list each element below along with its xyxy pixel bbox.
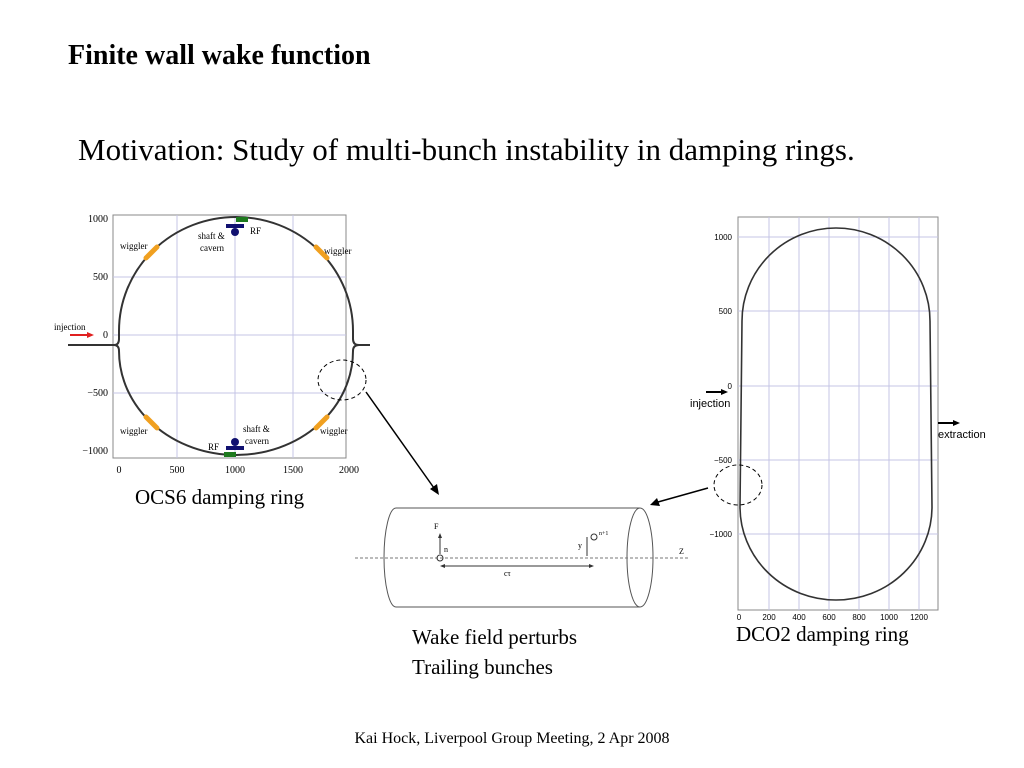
wiggler-icon bbox=[143, 244, 330, 431]
ocs6-x-tick: 0 bbox=[117, 465, 122, 476]
bunch-n bbox=[436, 554, 444, 562]
extraction-arrow-icon bbox=[953, 420, 960, 426]
bunch-n1 bbox=[590, 533, 598, 541]
injection-arrow-icon bbox=[721, 389, 728, 395]
wiggler-label: wiggler bbox=[120, 241, 148, 251]
dco2-caption: DCO2 damping ring bbox=[736, 622, 909, 646]
dco2-plot-frame bbox=[737, 216, 939, 611]
dco2-grid bbox=[738, 217, 938, 610]
arrowhead-icon bbox=[650, 498, 660, 506]
slide-footer: Kai Hock, Liverpool Group Meeting, 2 Apr… bbox=[354, 730, 670, 747]
injection-arrow-icon bbox=[87, 332, 94, 338]
ocs6-plot-frame bbox=[112, 214, 347, 459]
pipe-walls bbox=[396, 507, 640, 608]
shaft-cavern-label: shaft & bbox=[198, 231, 225, 241]
ctau-arrow-icon bbox=[440, 564, 445, 568]
dco2-x-tick: 1200 bbox=[910, 613, 928, 622]
dco2-y-tick: −500 bbox=[714, 456, 733, 465]
wake-caption-line: Wake field perturbs bbox=[412, 625, 578, 649]
y-label: y bbox=[578, 541, 582, 550]
dco2-x-tick: 200 bbox=[762, 613, 776, 622]
dco2-y-tick: 0 bbox=[728, 382, 733, 391]
wiggler-label: wiggler bbox=[120, 426, 148, 436]
dco2-ring-path bbox=[739, 227, 933, 601]
slide-title: Finite wall wake function bbox=[68, 40, 371, 71]
wiggler-label: wiggler bbox=[324, 246, 352, 256]
arrowhead-icon bbox=[430, 484, 439, 495]
wake-caption: Wake field perturbs Trailing bunches bbox=[412, 622, 577, 682]
shaft-icon bbox=[226, 224, 244, 228]
dco2-x-tick: 600 bbox=[822, 613, 836, 622]
rf-label: RF bbox=[250, 226, 261, 236]
ocs6-x-ticks: 0 500 1000 1500 2000 bbox=[117, 465, 360, 476]
ocs6-ring-plot: 1000 500 0 −500 −1000 0 500 1000 1500 20… bbox=[54, 214, 370, 476]
dco2-ring-plot: 1000 500 0 −500 −1000 0 200 400 600 800 … bbox=[690, 216, 986, 622]
connector-arrow-left bbox=[365, 391, 435, 489]
ocs6-x-tick: 500 bbox=[170, 465, 185, 476]
dco2-x-ticks: 0 200 400 600 800 1000 1200 bbox=[737, 613, 929, 622]
dco2-x-tick: 400 bbox=[792, 613, 806, 622]
rf-cavity-icon bbox=[224, 452, 236, 457]
wake-pipe-diagram: F n n+1 y cτ Z bbox=[355, 507, 690, 608]
shaft-icon bbox=[231, 438, 239, 446]
injection-label: injection bbox=[54, 322, 86, 332]
dco2-y-tick: 500 bbox=[719, 307, 733, 316]
shaft-icon bbox=[231, 228, 239, 236]
rf-cavity-icon bbox=[236, 217, 248, 222]
ctau-arrow-icon bbox=[589, 564, 594, 568]
wake-labels: F n n+1 y cτ Z bbox=[434, 522, 684, 578]
ocs6-y-tick: 0 bbox=[103, 330, 108, 341]
slide-subtitle: Motivation: Study of multi-bunch instabi… bbox=[78, 132, 855, 167]
ocs6-grid bbox=[113, 215, 346, 458]
ocs6-x-tick: 2000 bbox=[339, 465, 359, 476]
shaft-icon bbox=[226, 446, 244, 450]
bunch-n1-label: n+1 bbox=[599, 531, 608, 537]
ocs6-y-tick: −1000 bbox=[82, 446, 108, 457]
wiggler-label: wiggler bbox=[320, 426, 348, 436]
ocs6-y-tick: 500 bbox=[93, 272, 108, 283]
z-label: Z bbox=[679, 547, 684, 556]
dco2-y-ticks: 1000 500 0 −500 −1000 bbox=[710, 233, 733, 539]
ocs6-y-ticks: 1000 500 0 −500 −1000 bbox=[82, 214, 108, 457]
pipe-left-end bbox=[383, 507, 397, 608]
dco2-y-tick: −1000 bbox=[710, 530, 733, 539]
injection-label: injection bbox=[690, 398, 730, 410]
ocs6-labels: wiggler wiggler wiggler wiggler RF RF sh… bbox=[54, 226, 352, 452]
ocs6-y-tick: 1000 bbox=[88, 214, 108, 225]
ocs6-arrows bbox=[70, 332, 94, 338]
connector-arrow-right bbox=[657, 487, 709, 503]
dco2-x-tick: 0 bbox=[737, 613, 742, 622]
dco2-arrows bbox=[706, 389, 960, 426]
ocs6-highlight-circle bbox=[317, 359, 367, 401]
shaft-cavern-label: shaft & bbox=[243, 424, 270, 434]
ocs6-x-tick: 1500 bbox=[283, 465, 303, 476]
force-label: F bbox=[434, 522, 439, 531]
bunch-n-label: n bbox=[444, 545, 448, 554]
ocs6-y-tick: −500 bbox=[87, 388, 108, 399]
dco2-x-tick: 1000 bbox=[880, 613, 898, 622]
force-arrow-icon bbox=[438, 533, 442, 538]
wake-caption-line: Trailing bunches bbox=[412, 655, 553, 679]
shaft-cavern-label: cavern bbox=[245, 436, 269, 446]
ctau-label: cτ bbox=[504, 569, 512, 578]
dco2-y-tick: 1000 bbox=[714, 233, 732, 242]
ocs6-x-tick: 1000 bbox=[225, 465, 245, 476]
dco2-x-tick: 800 bbox=[852, 613, 866, 622]
shaft-cavern-label: cavern bbox=[200, 243, 224, 253]
ocs6-caption: OCS6 damping ring bbox=[135, 485, 305, 509]
extraction-label: extraction bbox=[938, 429, 986, 441]
dco2-highlight-circle bbox=[713, 464, 763, 506]
rf-label: RF bbox=[208, 442, 219, 452]
